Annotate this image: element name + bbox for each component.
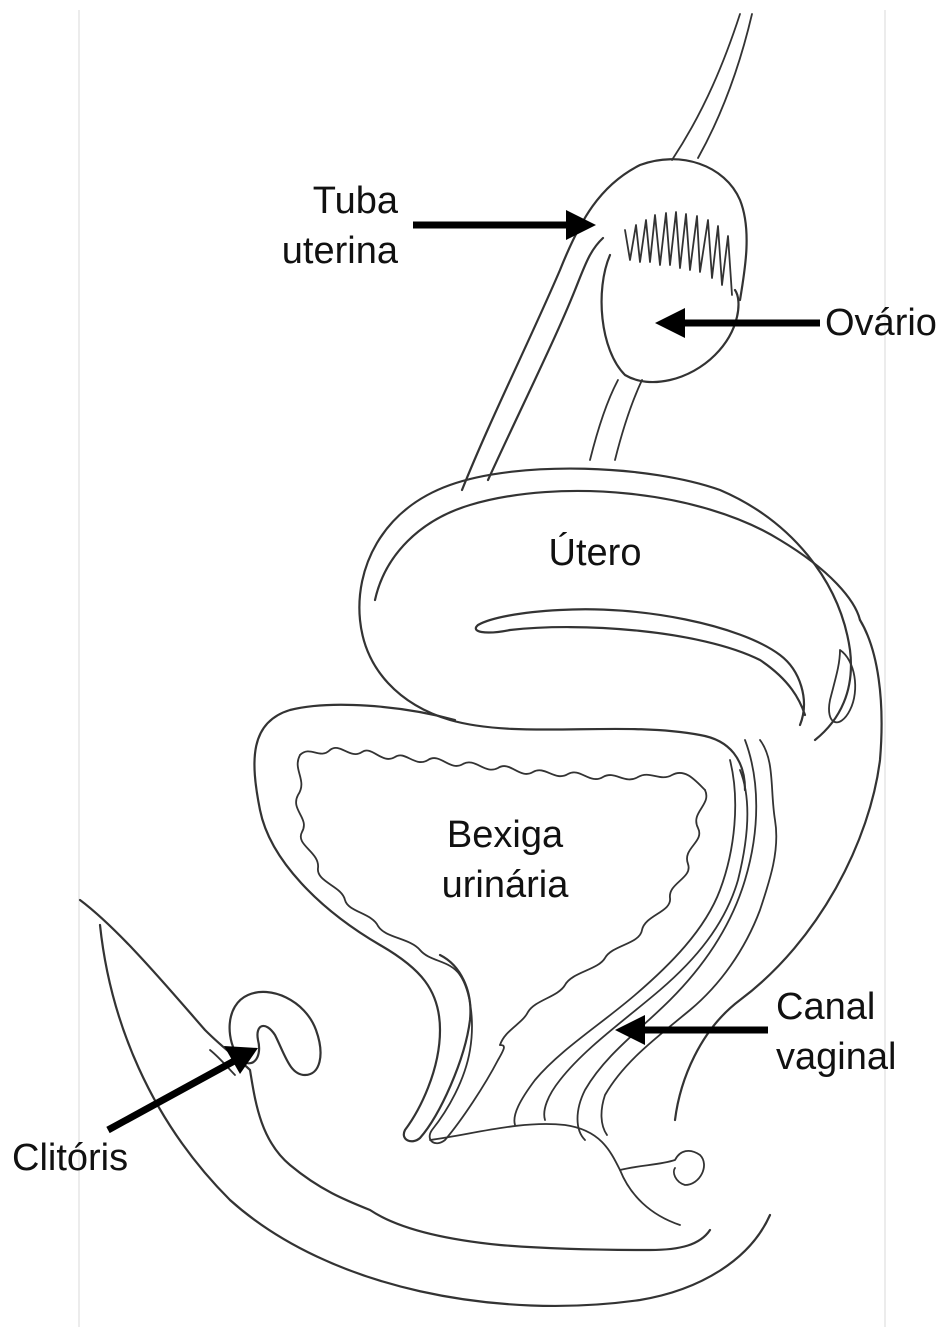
label-tuba-uterina: Tuba uterina [230, 176, 398, 276]
label-clitoris: Clitóris [12, 1133, 128, 1183]
label-ovario: Ovário [825, 298, 937, 348]
arrow-canal-vaginal [615, 1015, 768, 1045]
label-tuba-line1: Tuba [230, 176, 398, 226]
label-bexiga-line2: urinária [415, 860, 595, 910]
suspensory-ligament [672, 14, 752, 160]
label-utero: Útero [520, 528, 670, 578]
label-canal-line1: Canal [776, 982, 896, 1032]
vaginal-canal-shape [514, 740, 776, 1140]
label-canal-vaginal: Canal vaginal [776, 982, 896, 1082]
arrow-clitoris [108, 1046, 258, 1130]
ovary-shape [590, 255, 738, 460]
bladder-shape [254, 705, 706, 1143]
label-canal-line2: vaginal [776, 1032, 896, 1082]
label-tuba-line2: uterina [230, 226, 398, 276]
perineum-shape [80, 900, 770, 1306]
arrow-tuba-uterina [413, 210, 596, 240]
label-bexiga-urinaria: Bexiga urinária [415, 810, 595, 910]
label-bexiga-line1: Bexiga [415, 810, 595, 860]
